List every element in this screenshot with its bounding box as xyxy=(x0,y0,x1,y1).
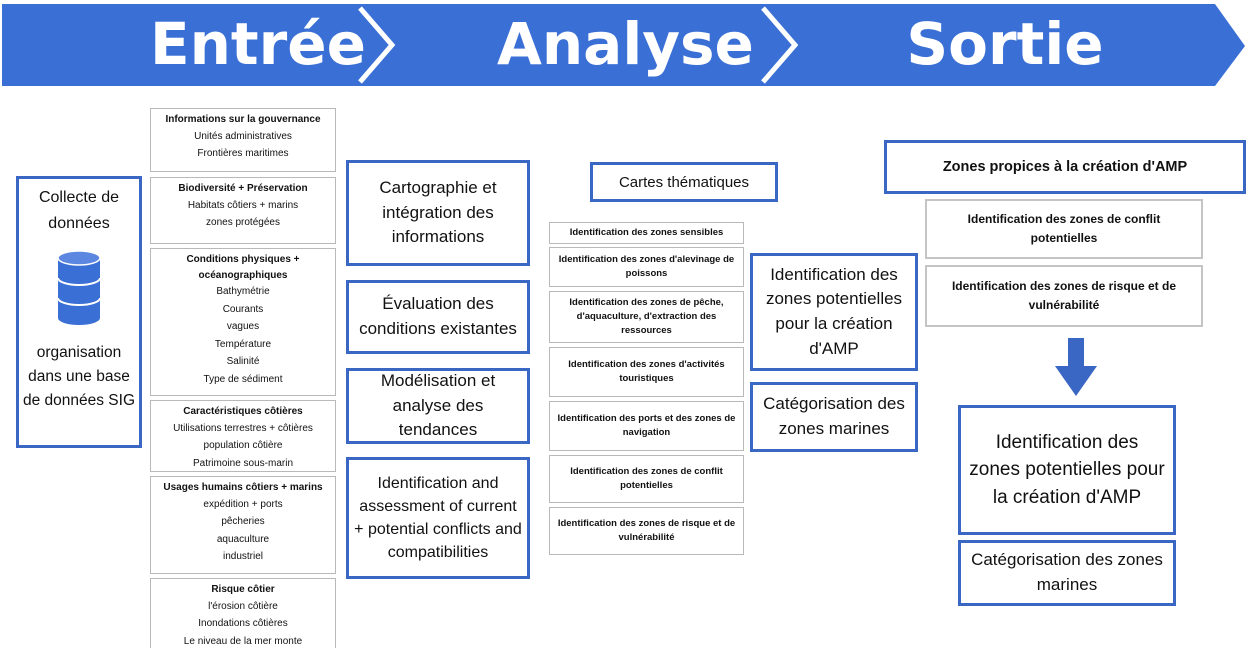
input-category-physical: Conditions physiques + océanographiques … xyxy=(150,248,336,396)
analysis-step-modelling: Modélisation et analyse des tendances xyxy=(346,368,530,444)
input-category-human-uses: Usages humains côtiers + marins expéditi… xyxy=(150,476,336,574)
phase-banner: Entrée Analyse Sortie xyxy=(0,0,1250,90)
category-item: aquaculture xyxy=(216,533,270,545)
category-title: Caractéristiques côtières xyxy=(183,406,303,417)
thematic-item-sensitive: Identification des zones sensibles xyxy=(549,222,744,244)
category-item: Le niveau de la mer monte xyxy=(183,635,303,647)
thematic-item-nursery: Identification des zones d'alevinage de … xyxy=(549,247,744,287)
database-caption: organisation dans une base de données SI… xyxy=(22,344,136,410)
category-title: Usages humains côtiers + marins xyxy=(163,482,323,493)
database-icon xyxy=(56,250,102,331)
category-item: l'érosion côtière xyxy=(208,600,278,612)
data-collection-box: Collecte de données organisation dans un… xyxy=(16,176,142,448)
category-item: Bathymétrie xyxy=(216,286,270,297)
output-conflict-zones: Identification des zones de conflit pote… xyxy=(925,199,1203,259)
output-suitable-zones-title: Zones propices à la création d'AMP xyxy=(884,140,1246,194)
output-potential-zones: Identification des zones potentielles po… xyxy=(958,405,1176,535)
input-category-risk: Risque côtier l'érosion côtière Inondati… xyxy=(150,578,336,648)
category-item: Patrimoine sous-marin xyxy=(192,457,294,469)
analysis-potential-zones: Identification des zones potentielles po… xyxy=(750,253,918,371)
banner-arrow-shape xyxy=(2,4,1245,86)
phase-sortie: Sortie xyxy=(906,10,1104,78)
phase-analyse: Analyse xyxy=(497,10,754,78)
data-collection-title: Collecte de données xyxy=(38,189,120,232)
arrow-down-icon xyxy=(1055,338,1097,401)
category-item: Température xyxy=(214,338,272,350)
thematic-item-tourism: Identification des zones d'activités tou… xyxy=(549,347,744,397)
analysis-categorisation: Catégorisation des zones marines xyxy=(750,382,918,452)
analysis-step-assessment: Évaluation des conditions existantes xyxy=(346,280,530,354)
category-item: Unités administratives xyxy=(194,130,292,142)
category-item: Utilisations terrestres + côtières xyxy=(173,422,313,434)
category-item: population côtière xyxy=(203,440,283,451)
analysis-step-conflicts: Identification and assessment of current… xyxy=(346,457,530,579)
category-item: Inondations côtières xyxy=(198,618,288,629)
category-item: Type de sédiment xyxy=(203,373,283,385)
thematic-item-fishing: Identification des zones de pêche, d'aqu… xyxy=(549,291,744,343)
category-item: Salinité xyxy=(226,356,260,367)
thematic-item-conflict: Identification des zones de conflit pote… xyxy=(549,455,744,503)
category-title: Biodiversité + Préservation xyxy=(178,183,308,194)
input-category-biodiversity: Biodiversité + Préservation Habitats côt… xyxy=(150,177,336,244)
category-item: Frontières maritimes xyxy=(197,148,289,159)
category-title: Informations sur la gouvernance xyxy=(165,114,321,125)
category-item: industriel xyxy=(222,551,264,562)
output-categorisation: Catégorisation des zones marines xyxy=(958,540,1176,606)
input-category-governance: Informations sur la gouvernance Unités a… xyxy=(150,108,336,172)
category-item: pêcheries xyxy=(221,516,265,527)
category-item: Habitats côtiers + marins xyxy=(187,199,299,211)
phase-entree: Entrée xyxy=(150,10,366,78)
category-item: expédition + ports xyxy=(203,498,283,510)
thematic-item-risk: Identification des zones de risque et de… xyxy=(549,507,744,555)
thematic-item-ports: Identification des ports et des zones de… xyxy=(549,401,744,451)
category-item: zones protégées xyxy=(206,217,280,228)
category-item: Courants xyxy=(222,303,264,315)
input-category-coastal: Caractéristiques côtières Utilisations t… xyxy=(150,400,336,472)
analysis-step-mapping: Cartographie et intégration des informat… xyxy=(346,160,530,266)
category-item: vagues xyxy=(226,321,260,332)
category-title: Risque côtier xyxy=(211,584,275,595)
output-risk-zones: Identification des zones de risque et de… xyxy=(925,265,1203,327)
category-title: Conditions physiques + océanographiques xyxy=(186,254,300,281)
thematic-maps-title: Cartes thématiques xyxy=(590,162,778,202)
